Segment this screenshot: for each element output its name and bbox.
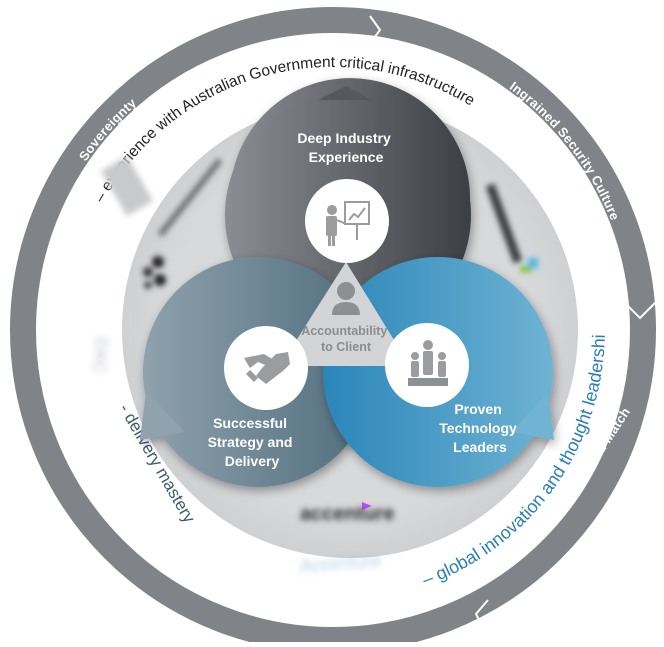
lobe-title-deep-industry: Deep Industry Experience	[297, 130, 394, 165]
chevron-bottom-left	[144, 531, 166, 559]
chevron-left	[77, 180, 107, 201]
ring-label-redundancy: Redundancy	[264, 591, 347, 614]
person-icon	[332, 282, 360, 315]
presenter-chart-icon	[326, 201, 370, 246]
podium-people-icon	[408, 340, 448, 386]
partner-logo-upper-right	[485, 183, 538, 272]
ring-label-complementarity: Complementarity	[55, 308, 83, 420]
center-label: Accountability to Client	[301, 324, 391, 354]
outer-ring	[10, 7, 656, 647]
partner-logo-upper-left	[143, 158, 223, 289]
blurred-company-name-right: Accenture	[299, 550, 381, 576]
svg-text:accenture: accenture	[300, 503, 395, 525]
accenture-logo: accenture	[300, 502, 395, 525]
lobe-title-strategy-delivery: Successful Strategy and Delivery	[208, 415, 297, 469]
icon-disc-deep-industry	[305, 179, 389, 263]
handshake-icon	[244, 352, 290, 384]
chevron-top	[367, 15, 382, 47]
chevron-right	[624, 299, 659, 320]
icon-disc-strategy-delivery	[224, 326, 308, 410]
ring-chevrons	[77, 15, 659, 629]
icon-disc-tech-leaders	[385, 323, 469, 407]
blurred-company-name-left: DXC	[89, 336, 111, 373]
blurred-company-name-top	[101, 155, 153, 217]
lobe-title-tech-leaders: Proven Technology Leaders	[439, 401, 520, 455]
chevron-bottom-right	[474, 599, 489, 629]
